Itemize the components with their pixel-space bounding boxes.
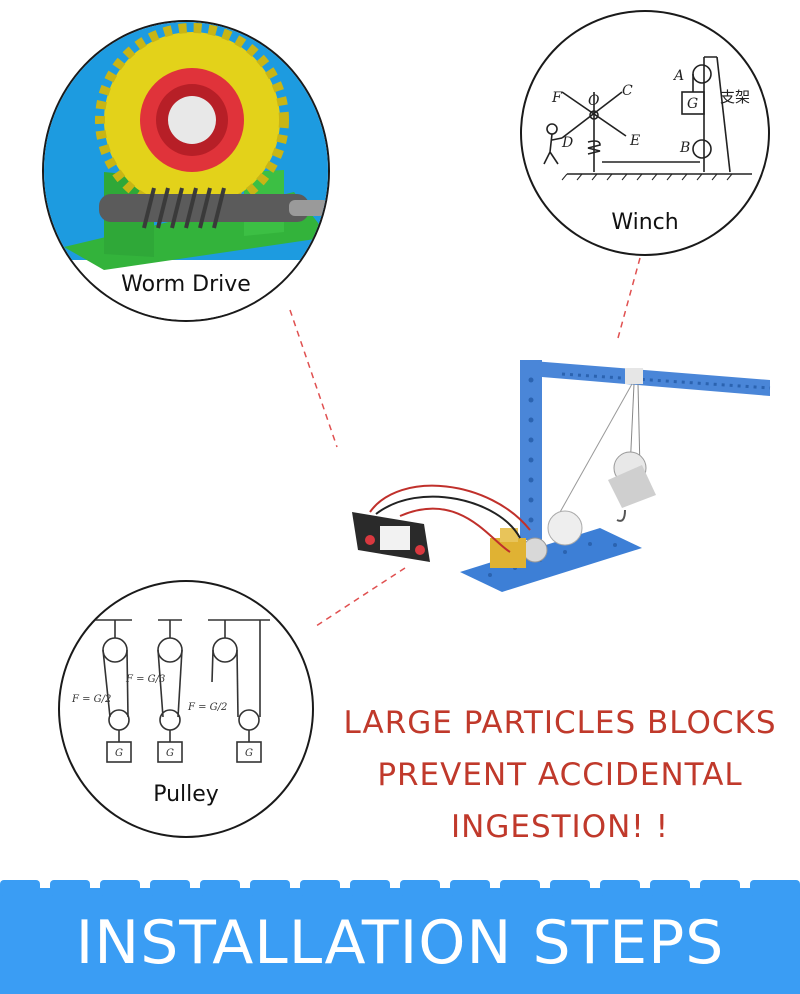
banner-scallop-edge xyxy=(0,880,800,896)
crane-model-illustration xyxy=(352,360,771,592)
installation-steps-title: INSTALLATION STEPS xyxy=(75,908,725,978)
warning-line-1: LARGE PARTICLES BLOCKS xyxy=(343,705,777,741)
winch-diagram: F O C D E A B G 支架 xyxy=(543,56,752,181)
pulley-weight-2: G xyxy=(166,748,174,759)
winch-label-e: E xyxy=(629,133,640,149)
pulley-formula-3: F = G/2 xyxy=(187,702,227,713)
winch-label-b: B xyxy=(679,140,690,156)
warning-line-3: INGESTION! ! xyxy=(451,809,669,845)
winch-circle: F O C D E A B G 支架 Winch xyxy=(520,10,770,256)
pulley-circle: F = G/2 F = G/3 F = G/2 G G G Pulley xyxy=(58,580,314,838)
winch-label-o: O xyxy=(588,93,600,109)
winch-label-support: 支架 xyxy=(720,88,750,106)
winch-label-c: C xyxy=(622,83,633,99)
winch-label-a: A xyxy=(672,68,684,84)
pulley-diagram: F = G/2 F = G/3 F = G/2 G G G xyxy=(71,619,270,763)
warning-line-2: PREVENT ACCIDENTAL xyxy=(377,757,743,793)
winch-label-f: F xyxy=(551,90,563,106)
worm-drive-illustration xyxy=(44,22,328,320)
pulley-weight-3: G xyxy=(245,748,253,759)
worm-drive-label: Worm Drive xyxy=(121,272,251,297)
pulley-formula-1: F = G/2 xyxy=(71,694,111,705)
winch-label: Winch xyxy=(611,210,679,235)
installation-steps-banner xyxy=(0,880,800,994)
pulley-weight-1: G xyxy=(115,748,123,759)
winch-label-d: D xyxy=(561,135,573,151)
pulley-formula-2: F = G/3 xyxy=(125,674,165,685)
winch-label-g: G xyxy=(687,96,698,112)
worm-gear-icon xyxy=(95,23,289,217)
worm-drive-circle: Worm Drive xyxy=(42,20,330,322)
pulley-label: Pulley xyxy=(153,782,219,807)
